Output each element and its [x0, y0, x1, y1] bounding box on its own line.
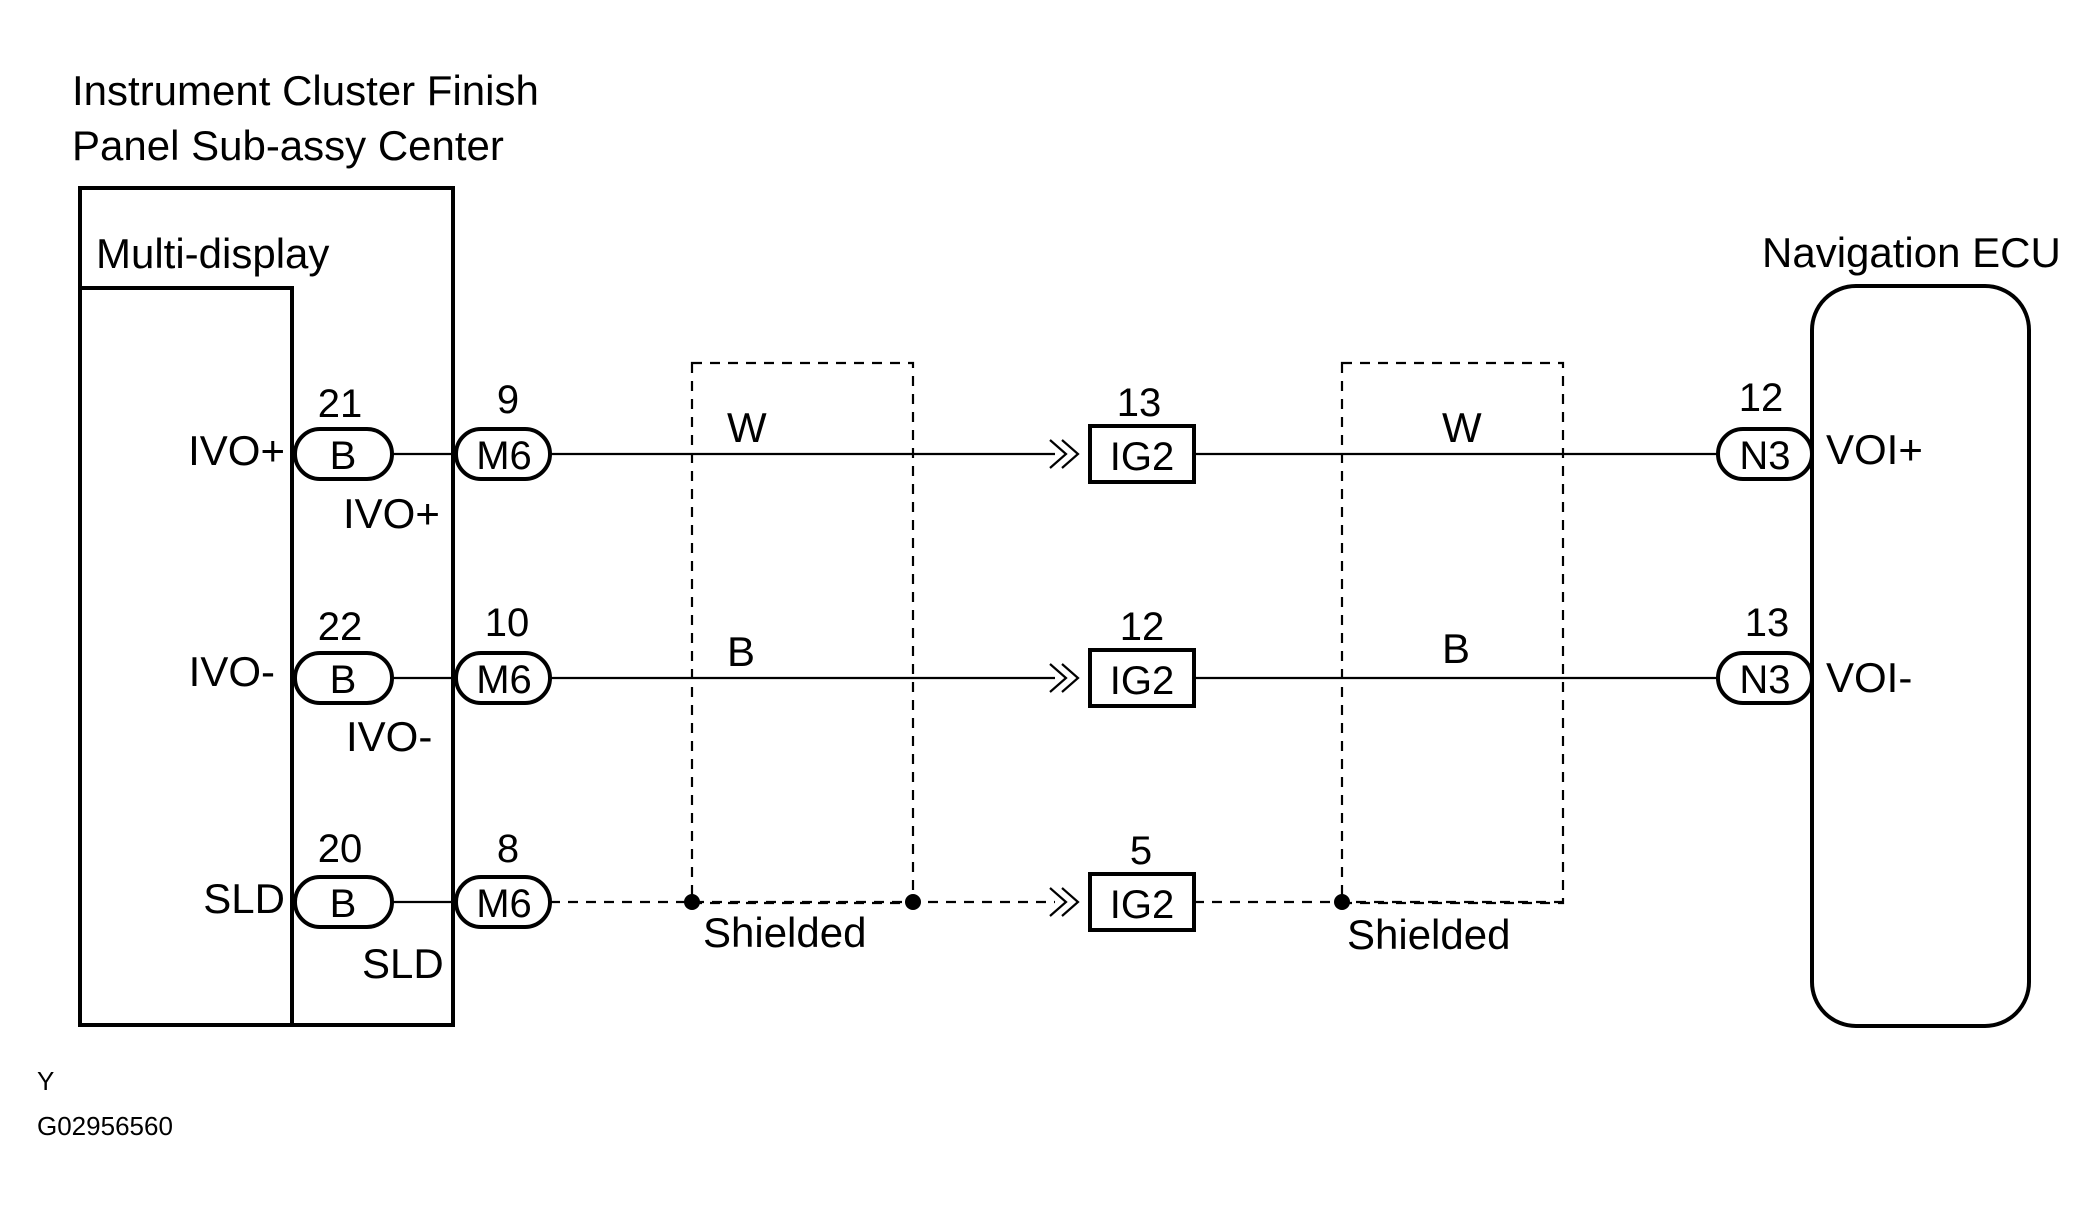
shield-junction-dot: [905, 894, 921, 910]
connector-m6-label: M6: [476, 658, 532, 702]
pin-number: 10: [485, 601, 530, 645]
connector-b-21: [293, 427, 394, 481]
connector-m6-label: M6: [476, 434, 532, 478]
connector-arrow: [1049, 887, 1068, 917]
connector-arrow: [1061, 663, 1080, 693]
navigation-ecu-box: [1810, 284, 2031, 1028]
connector-b-label: B: [330, 434, 357, 478]
connector-ig2-label: IG2: [1110, 435, 1174, 479]
pin-number: 12: [1120, 605, 1165, 649]
connector-n3-label: N3: [1739, 658, 1790, 702]
multi-display-box: [78, 286, 294, 1027]
shield-junction-dot: [1334, 894, 1350, 910]
connector-m6-label: M6: [476, 882, 532, 926]
terminal-voi-plus: VOI+: [1826, 426, 1923, 473]
left-component-title-line1: Instrument Cluster Finish: [72, 67, 539, 114]
pin-number: 5: [1130, 829, 1152, 873]
sub-terminal-ivo-plus: IVO+: [343, 490, 440, 537]
connector-arrow: [1049, 663, 1068, 693]
terminal-ivo-plus: IVO+: [188, 427, 285, 474]
connector-b-20: [293, 875, 394, 929]
connector-ig2-12: [1088, 648, 1196, 708]
connector-n3-12: [1716, 427, 1814, 481]
row-ivo-plus: B 21 IVO+ IVO+ M6 9 W IG2 13 W N3 12 VOI…: [188, 376, 1923, 537]
row-sld: B 20 SLD SLD M6 8 IG2 5: [203, 827, 1563, 987]
connector-b-label: B: [330, 658, 357, 702]
pin-number: 20: [318, 827, 363, 871]
connector-arrow: [1049, 439, 1068, 469]
pin-number: 22: [318, 605, 363, 649]
terminal-sld: SLD: [203, 875, 285, 922]
right-component-title: Navigation ECU: [1762, 229, 2061, 276]
connector-ig2-5: [1088, 872, 1196, 932]
shield-box-left: [690, 361, 915, 905]
row-ivo-minus: B 22 IVO- IVO- M6 10 B IG2 12 B N3 13 VO…: [189, 601, 1913, 760]
shield-junction-dot: [684, 894, 700, 910]
footer-figure-id: G02956560: [37, 1111, 173, 1141]
connector-m6-8: [454, 875, 552, 929]
wire-color-right: B: [1442, 625, 1470, 672]
connector-m6-9: [454, 427, 552, 481]
pin-number: 8: [497, 827, 519, 871]
connector-ig2-label: IG2: [1110, 659, 1174, 703]
pin-number: 13: [1745, 601, 1790, 645]
pin-number: 12: [1739, 376, 1784, 420]
connector-b-label: B: [330, 882, 357, 926]
shield-label-left: Shielded: [703, 909, 866, 956]
multi-display-label: Multi-display: [96, 230, 329, 277]
connector-n3-13: [1716, 651, 1814, 705]
connector-ig2-13: [1088, 424, 1196, 484]
sub-terminal-sld: SLD: [362, 940, 444, 987]
connector-ig2-label: IG2: [1110, 883, 1174, 927]
pin-number: 21: [318, 382, 363, 426]
terminal-ivo-minus: IVO-: [189, 648, 275, 695]
connector-n3-label: N3: [1739, 434, 1790, 478]
pin-number: 13: [1117, 381, 1162, 425]
sub-terminal-ivo-minus: IVO-: [346, 713, 432, 760]
connector-arrow: [1061, 439, 1080, 469]
wire-color-left: B: [727, 628, 755, 675]
connector-m6-10: [454, 651, 552, 705]
wire-color-right: W: [1442, 404, 1482, 451]
connector-b-22: [293, 651, 394, 705]
connector-arrow: [1061, 887, 1080, 917]
shield-label-right: Shielded: [1347, 911, 1510, 958]
footer-code-letter: Y: [37, 1066, 54, 1096]
terminal-voi-minus: VOI-: [1826, 654, 1912, 701]
pin-number: 9: [497, 378, 519, 422]
left-component-title-line2: Panel Sub-assy Center: [72, 122, 504, 169]
wire-color-left: W: [727, 404, 767, 451]
